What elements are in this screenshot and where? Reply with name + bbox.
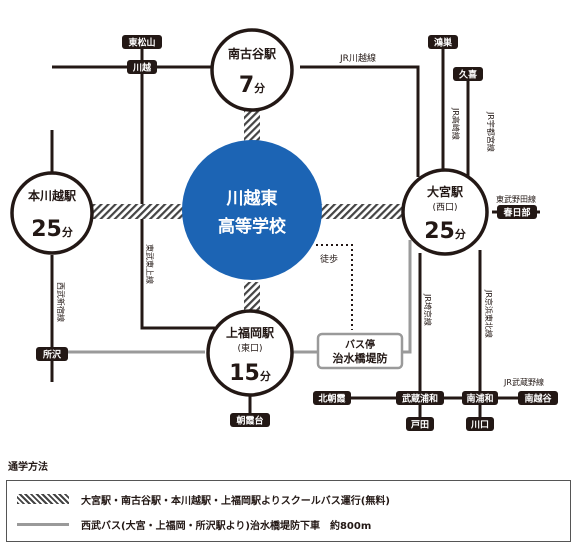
station-label-text: 戸田: [411, 420, 429, 431]
station-name: 南古谷駅: [228, 46, 277, 61]
legend-hatch-swatch: [17, 494, 69, 504]
label-jr-keihin: JR京浜東北線: [484, 289, 494, 338]
station-label-text: 南越谷: [524, 393, 552, 405]
station-label-text: 川口: [470, 420, 489, 431]
school-bus-route-honkawagoe: [90, 204, 186, 219]
station-name: 本川越駅: [28, 188, 77, 203]
station-label-minamikoshigaya: 南越谷: [518, 391, 558, 405]
school-name-line1: 川越東: [226, 188, 278, 209]
station-name: 大宮駅: [427, 184, 464, 199]
seibu-bus-omiya: [402, 240, 412, 354]
station-label-kasukabe: 春日部: [497, 205, 537, 219]
station-sub: (西口): [432, 202, 457, 213]
school-bus-route-omiya: [318, 204, 404, 219]
station-label-musashiurawa: 武蔵浦和: [396, 391, 444, 405]
label-jr-musashino: JR武蔵野線: [503, 377, 544, 387]
legend-seibu-bus-text: 西武バス(大宮・上福岡・所沢駅より)治水橋堤防下車 約800m: [81, 520, 372, 532]
legend-title: 通学方法: [8, 462, 48, 473]
school-marker: 川越東 高等学校: [182, 140, 322, 280]
station-minamifuruya: 南古谷駅 7分: [210, 28, 294, 112]
route-map: 徒歩 川越東 高等学校 南古谷駅 7分 本川越駅 25分 大宮駅 (西口) 25…: [10, 28, 558, 431]
label-jr-kawagoe: JR川越線: [339, 52, 376, 64]
station-label-minamiurawa: 南浦和: [462, 391, 498, 405]
label-jr-utsunomiya: JR宇都宮線: [486, 111, 496, 152]
legend-row-school-bus: 大宮駅・南古谷駅・本川越駅・上福岡駅よりスクールバス運行(無料): [17, 492, 390, 507]
station-label-text: 北朝霞: [318, 393, 346, 405]
station-label-text: 朝霞台: [236, 415, 263, 427]
legend-row-seibu-bus: 西武バス(大宮・上福岡・所沢駅より)治水橋堤防下車 約800m: [17, 517, 372, 532]
label-seibu-shinjuku: 西武新宿線: [56, 282, 66, 322]
station-label-text: 武蔵浦和: [402, 393, 438, 405]
station-minutes: 25分: [31, 217, 73, 242]
station-minutes: 25分: [424, 219, 466, 244]
label-jr-takasaki: JR高崎線: [451, 107, 461, 140]
station-label-text: 川越: [132, 62, 152, 74]
bus-stop-box: バス停 治水橋堤防: [316, 332, 404, 370]
station-minutes: 7分: [239, 73, 265, 98]
station-label-kuki: 久喜: [453, 67, 483, 81]
station-label-asakadai: 朝霞台: [230, 413, 270, 427]
station-kamifukuoka: 上福岡駅 (東口) 15分: [206, 309, 294, 397]
label-tobu-tojo: 東武東上線: [145, 244, 155, 284]
station-label-konosu: 鴻巣: [428, 35, 458, 49]
station-label-text: 所沢: [43, 349, 62, 361]
tobu-tojo-line: [140, 40, 215, 330]
bus-stop-line2: 治水橋堤防: [333, 351, 388, 365]
school-name-line2: 高等学校: [218, 216, 287, 237]
station-sub: (東口): [237, 342, 262, 354]
station-label-tokorozawa: 所沢: [36, 347, 68, 361]
station-label-text: 鴻巣: [434, 37, 453, 49]
jr-kawagoe-line-east: [300, 65, 420, 177]
station-label-text: 東松山: [128, 37, 155, 49]
label-tobu-noda: 東武野田線: [496, 194, 536, 204]
legend-school-bus-text: 大宮駅・南古谷駅・本川越駅・上福岡駅よりスクールバス運行(無料): [81, 495, 390, 507]
station-label-kawagoe: 川越: [127, 60, 157, 74]
station-honkawagoe: 本川越駅 25分: [10, 171, 94, 255]
station-label-text: 南浦和: [466, 393, 493, 405]
station-label-text: 久喜: [459, 69, 477, 81]
station-label-kitaasaka: 北朝霞: [313, 391, 351, 405]
station-label-text: 春日部: [502, 207, 530, 219]
seibu-bus-routes: [52, 240, 412, 354]
station-label-kawaguchi: 川口: [466, 417, 494, 431]
bus-stop-line1: バス停: [345, 338, 375, 351]
walk-label: 徒歩: [320, 253, 338, 265]
station-minutes: 15分: [229, 361, 271, 386]
station-name: 上福岡駅: [226, 325, 275, 340]
legend-box: 大宮駅・南古谷駅・本川越駅・上福岡駅よりスクールバス運行(無料) 西武バス(大宮…: [6, 480, 571, 542]
legend-gray-swatch: [17, 522, 69, 526]
station-omiya: 大宮駅 (西口) 25分: [401, 168, 489, 256]
line-labels: JR川越線 東武野田線 JR武蔵野線 JR高崎線 JR宇都宮線 東武東上線 西武…: [56, 52, 544, 387]
station-label-higashimatsuyama: 東松山: [122, 35, 162, 49]
station-label-toda: 戸田: [406, 417, 434, 431]
label-jr-saikyo: JR埼京線: [423, 293, 433, 326]
walking-route: [316, 244, 353, 330]
